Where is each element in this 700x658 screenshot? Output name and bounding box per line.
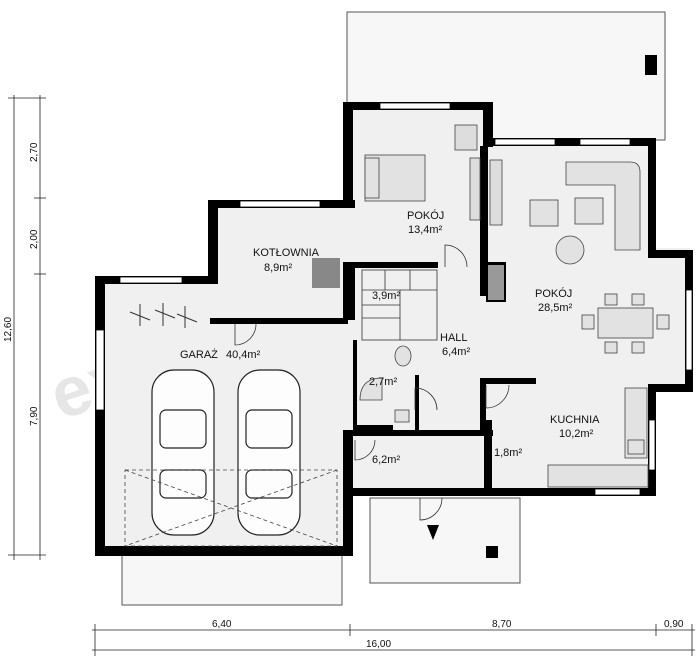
interior-walls — [210, 146, 536, 436]
fireplace — [488, 265, 504, 300]
dim-h-3: 0,90 — [664, 619, 684, 630]
kitchen-label: KUCHNIA — [550, 414, 600, 426]
dining-set — [581, 293, 670, 354]
entrance-arrow-icon — [427, 525, 439, 540]
boiler-room-label: KOTŁOWNIA — [253, 247, 320, 259]
sofa — [565, 161, 641, 251]
kitchen-area: 10,2m² — [559, 428, 594, 440]
garage-area: 40,4m² — [226, 349, 261, 361]
hall-floor — [350, 262, 490, 492]
garage-label: GARAŻ — [180, 348, 218, 361]
vertical-dimension-lines — [8, 95, 46, 560]
kitchen-counters — [547, 387, 649, 488]
bathroom-area: 2,7m² — [369, 376, 397, 388]
bicycles — [129, 303, 198, 328]
car-left — [151, 369, 215, 536]
hall-label: HALL — [440, 332, 468, 344]
coffee-table — [574, 197, 604, 225]
hall-area: 6,4m² — [442, 346, 470, 358]
entrance-post — [486, 546, 498, 558]
living-room-area: 28,5m² — [538, 302, 573, 314]
storage-area: 3,9m² — [372, 290, 400, 302]
pantry-area: 1,8m² — [494, 447, 522, 459]
staircase — [361, 269, 438, 341]
car-right — [237, 369, 301, 536]
living-room-label: POKÓJ — [535, 287, 572, 300]
bed — [364, 154, 426, 202]
vestibule-area: 6,2m² — [372, 454, 400, 466]
dim-h-total: 16,00 — [366, 639, 391, 650]
tv-unit — [489, 159, 503, 226]
dim-v-total: 12,60 — [3, 317, 14, 342]
lounge-chair — [529, 199, 559, 227]
doors — [234, 244, 510, 521]
dim-h-1: 6,40 — [212, 619, 232, 630]
dim-v-1: 2,70 — [29, 142, 40, 162]
round-chair — [555, 235, 585, 265]
bedroom-area: 13,4m² — [408, 224, 443, 236]
bedroom-label: POKÓJ — [407, 209, 444, 222]
boiler-unit — [312, 258, 340, 288]
dim-v-3: 7,90 — [29, 406, 40, 426]
dim-h-2: 8,70 — [492, 619, 512, 630]
boiler-room-area: 8,9m² — [264, 262, 292, 274]
terrace-post — [645, 55, 657, 75]
horizontal-dimension-lines — [92, 624, 695, 656]
wardrobe — [469, 157, 481, 221]
garage-door-outline — [124, 469, 338, 547]
windows — [95, 102, 693, 496]
armchair — [454, 124, 478, 151]
dim-v-2: 2,00 — [29, 229, 40, 249]
bathroom-fixtures — [359, 345, 412, 423]
entrance-terrace — [369, 497, 521, 584]
